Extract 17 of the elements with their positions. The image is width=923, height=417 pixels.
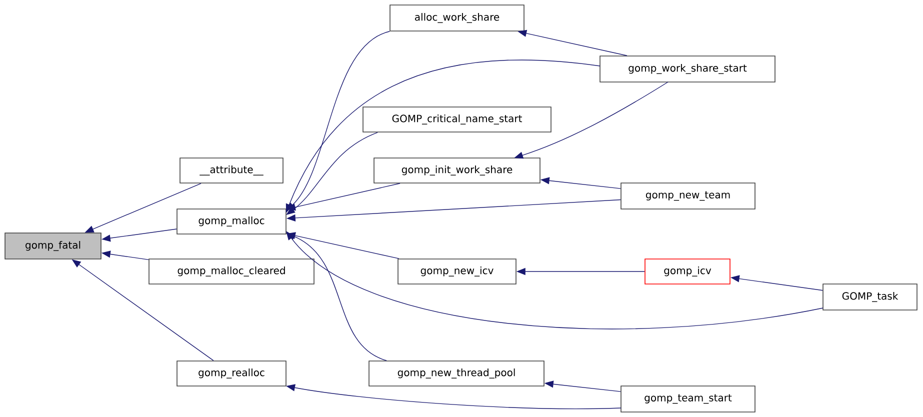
function-box: gomp_new_team — [620, 182, 756, 210]
function-box: gomp_new_thread_pool — [368, 360, 544, 386]
function-box: gomp_team_start — [620, 386, 756, 412]
function-box: __attribute__ — [180, 158, 284, 184]
function-box: alloc_work_share — [390, 4, 524, 32]
function-box: gomp_realloc — [176, 360, 286, 386]
arrow — [286, 132, 378, 215]
function-box: gomp_new_icv — [398, 258, 516, 284]
function-box: gomp_malloc — [176, 208, 286, 234]
function-box: GOMP_critical_name_start — [362, 106, 552, 132]
function-box: gomp_malloc_cleared — [148, 258, 314, 284]
function-box: GOMP_task — [822, 284, 918, 310]
function-box: gomp_fatal — [4, 232, 102, 260]
function-box: gomp_icv — [644, 258, 730, 284]
arrow — [286, 231, 824, 330]
function-box: gomp_init_work_share — [374, 158, 540, 184]
function-box: gomp_work_share_start — [600, 56, 776, 82]
